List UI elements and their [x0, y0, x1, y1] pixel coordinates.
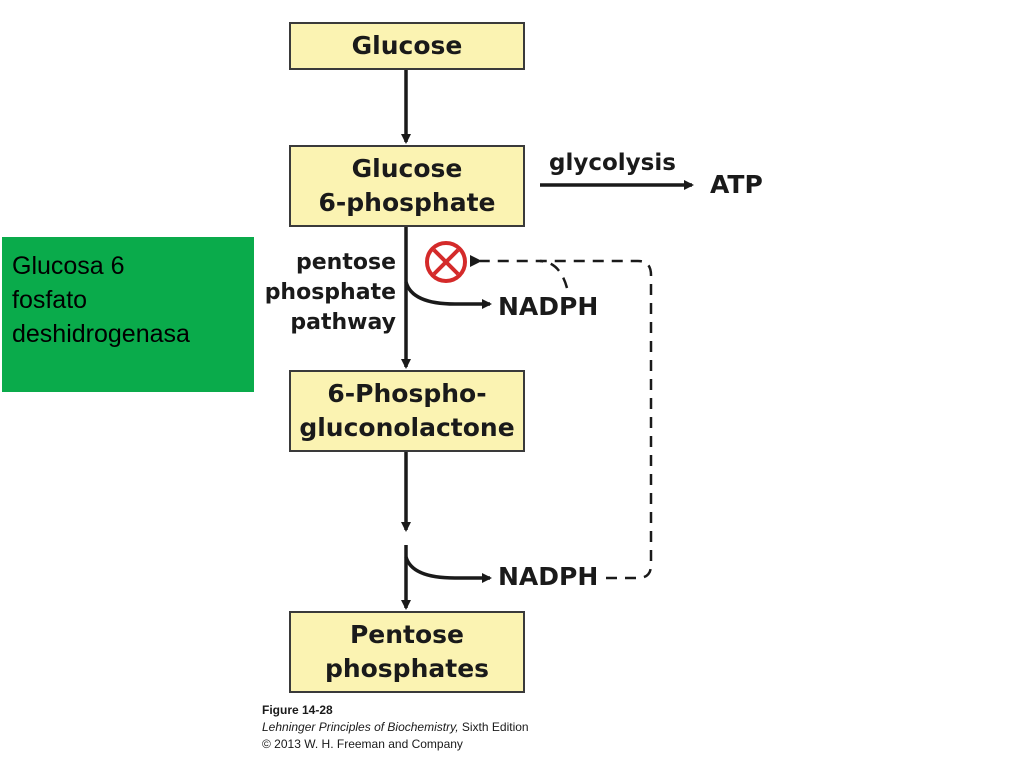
- node-glucose: Glucose: [289, 22, 525, 70]
- label-nadph-2: NADPH: [498, 562, 599, 591]
- book-edition: Sixth Edition: [458, 720, 529, 734]
- node-label-line: phosphates: [324, 654, 490, 683]
- node-6-phosphogluconolactone: 6-Phospho- gluconolactone: [289, 370, 525, 452]
- node-label-line: Pentose: [349, 620, 465, 649]
- label-pentose-phosphate-pathway: pentose phosphate pathway: [258, 248, 396, 338]
- figure-number: Figure 14-28: [262, 703, 333, 717]
- pathway-label-line: phosphate: [264, 280, 396, 305]
- arrow-to-nadph-2: [404, 556, 492, 583]
- node-label-line: Glucose: [351, 154, 463, 183]
- book-title: Lehninger Principles of Biochemistry,: [262, 720, 459, 734]
- feedback-loop-nadph-2: [470, 255, 653, 580]
- node-label-line: 6-Phospho-: [327, 379, 487, 408]
- enzyme-label-line: Glucosa 6: [12, 252, 125, 280]
- label-glycolysis: glycolysis: [549, 150, 676, 176]
- node-pentose-phosphates: Pentose phosphates: [289, 611, 525, 693]
- feedback-loop-nadph-1: [539, 259, 569, 289]
- pathway-label-line: pathway: [290, 310, 396, 335]
- book-citation: Lehninger Principles of Biochemistry, Si…: [262, 719, 529, 736]
- label-atp: ATP: [710, 170, 763, 199]
- figure-caption: Figure 14-28 Lehninger Principles of Bio…: [262, 702, 529, 753]
- node-glucose-label: Glucose: [351, 31, 463, 60]
- node-glucose-6-phosphate: Glucose 6-phosphate: [289, 145, 525, 227]
- label-nadph-1: NADPH: [498, 292, 599, 321]
- node-label-line: gluconolactone: [299, 413, 515, 442]
- enzyme-label-line: fosfato: [12, 286, 88, 314]
- enzyme-label-panel: Glucosa 6 fosfato deshidrogenasa: [2, 237, 254, 392]
- inhibition-icon: [425, 241, 467, 283]
- node-label-line: 6-phosphate: [318, 188, 496, 217]
- enzyme-label-line: deshidrogenasa: [12, 320, 190, 348]
- pathway-label-line: pentose: [296, 250, 396, 275]
- arrow-to-nadph-1: [404, 281, 492, 309]
- copyright: © 2013 W. H. Freeman and Company: [262, 737, 463, 751]
